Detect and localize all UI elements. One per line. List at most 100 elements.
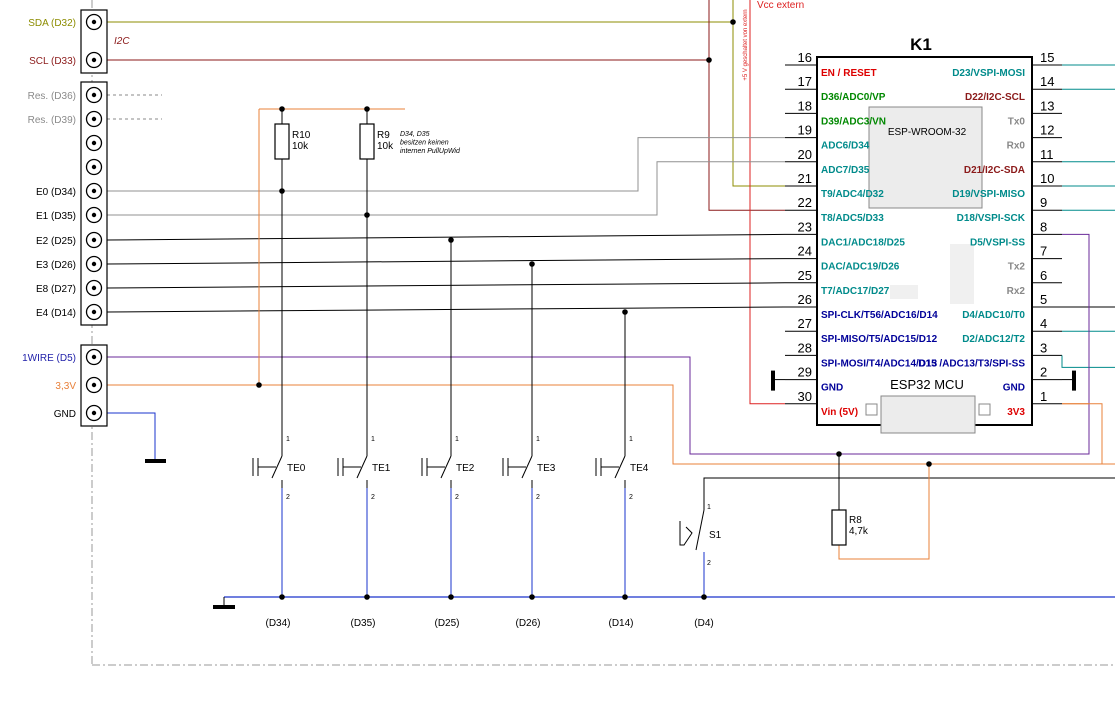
- pin-number: 4: [1040, 316, 1047, 331]
- terminal-label: 3,3V: [55, 381, 76, 392]
- pin-name-left: D39/ADC3/VN: [821, 116, 886, 127]
- pin-number: 29: [798, 365, 812, 380]
- button-en: [865, 403, 878, 416]
- pin-number: 18: [798, 98, 812, 113]
- resistor-r8: [831, 509, 847, 546]
- net-label: (D25): [434, 618, 459, 629]
- terminal-screw-center: [91, 57, 97, 63]
- switch-pin: 2: [371, 494, 375, 501]
- junction-dot: [364, 106, 370, 112]
- ground-symbol: [213, 605, 235, 609]
- resistor-value: 4,7k: [849, 526, 869, 537]
- e0-wire: [107, 137, 785, 192]
- switch-contact: [614, 455, 626, 479]
- pin-name-right: D2/ADC12/T2: [962, 334, 1025, 345]
- pin-number: 1: [1040, 389, 1047, 404]
- terminal-label: 1WIRE (D5): [22, 353, 76, 364]
- switch-contact: [695, 509, 705, 551]
- pin-name-right: 3V3: [1007, 407, 1025, 418]
- resistor-note: internen PullUpWid: [400, 148, 461, 155]
- pin-name-left: T8/ADC5/D33: [821, 213, 884, 224]
- switch-ref: TE0: [287, 463, 306, 474]
- pin-number: 9: [1040, 195, 1047, 210]
- terminal-label: GND: [54, 409, 76, 420]
- terminal-screw-center: [91, 212, 97, 218]
- module-name: ESP32 MCU: [890, 377, 964, 392]
- e1-wire: [107, 161, 785, 216]
- net-label: (D14): [608, 618, 633, 629]
- pin-number: 16: [798, 50, 812, 65]
- wire: [1061, 355, 1115, 368]
- pin-number: 10: [1040, 171, 1054, 186]
- pin-number: 14: [1040, 74, 1054, 89]
- switch-pin: 1: [707, 504, 711, 511]
- pin-number: 7: [1040, 244, 1047, 259]
- terminal-screw-center: [91, 309, 97, 315]
- pin-name-right: D15 /ADC13/T3/SPI-SS: [918, 358, 1025, 369]
- pin-number: 19: [798, 123, 812, 138]
- pin-name-left: ADC6/D34: [821, 141, 870, 152]
- terminal-screw-center: [91, 140, 97, 146]
- terminal-screw-center: [91, 354, 97, 360]
- board-shadow: [890, 285, 918, 299]
- pin-name-left: DAC/ADC19/D26: [821, 262, 900, 273]
- e8-wire: [106, 282, 786, 289]
- junction-dot: [836, 451, 842, 457]
- e3-wire: [106, 258, 786, 265]
- terminal-label: SDA (D32): [28, 18, 76, 29]
- ground-symbol: [1072, 370, 1076, 391]
- pin-name-right: D23/VSPI-MOSI: [952, 68, 1025, 79]
- junction-dot: [279, 106, 285, 112]
- pin-number: 2: [1040, 365, 1047, 380]
- switch-contact: [440, 455, 452, 479]
- ground-symbol: [771, 370, 775, 391]
- resistor-r10: [274, 123, 290, 160]
- resistor-note: besitzen keinen: [400, 140, 449, 147]
- pin-name-right: D18/VSPI-SCK: [957, 213, 1026, 224]
- terminal-label: E3 (D26): [36, 260, 76, 271]
- pin-number: 15: [1040, 50, 1054, 65]
- pin-number: 24: [798, 244, 812, 259]
- pin-name-right: GND: [1003, 383, 1025, 394]
- parts: SDA (D32)SCL (D33)Res. (D36)Res. (D39)E0…: [22, 0, 1076, 629]
- junction-dot: [448, 594, 454, 600]
- pin-number: 13: [1040, 98, 1054, 113]
- switch-ref: TE4: [630, 463, 649, 474]
- resistor-note: D34, D35: [400, 131, 430, 138]
- pin-number: 27: [798, 316, 812, 331]
- junction-dot: [256, 382, 262, 388]
- pin-number: 20: [798, 147, 812, 162]
- i2c-label: I2C: [114, 36, 130, 47]
- switch-ref: TE1: [372, 463, 391, 474]
- usb-connector: [880, 395, 976, 434]
- pin-name-right: Rx2: [1007, 286, 1026, 297]
- terminal-screw-center: [91, 382, 97, 388]
- pin-number: 11: [1040, 147, 1054, 162]
- resistor-ref: R10: [292, 130, 311, 141]
- pin-number: 25: [798, 268, 812, 283]
- terminal-screw-center: [91, 188, 97, 194]
- resistor-r9: [359, 123, 375, 160]
- junction-dot: [622, 594, 628, 600]
- pin-number: 6: [1040, 268, 1047, 283]
- terminal-label: E0 (D34): [36, 187, 76, 198]
- switch-pin: 1: [629, 436, 633, 443]
- terminal-screw-center: [91, 410, 97, 416]
- terminal-label: Res. (D39): [28, 115, 76, 126]
- v33-wire: [1062, 403, 1103, 464]
- resistor-ref: R9: [377, 130, 390, 141]
- net-label: (D4): [694, 618, 713, 629]
- pin-name-left: ADC7/D35: [821, 165, 870, 176]
- terminal-screw-center: [91, 237, 97, 243]
- pin-name-left: SPI-CLK/T56/ADC16/D14: [821, 310, 938, 321]
- pin-name-left: T9/ADC4/D32: [821, 189, 884, 200]
- switch-pin: 2: [707, 560, 711, 567]
- pin-number: 22: [798, 195, 812, 210]
- terminal-label: E2 (D25): [36, 236, 76, 247]
- v33-wire: [838, 464, 930, 560]
- pin-name-right: D4/ADC10/T0: [962, 310, 1025, 321]
- pin-name-left: GND: [821, 383, 843, 394]
- pin-number: 30: [798, 389, 812, 404]
- switch-pin: 2: [455, 494, 459, 501]
- terminal-screw-center: [91, 261, 97, 267]
